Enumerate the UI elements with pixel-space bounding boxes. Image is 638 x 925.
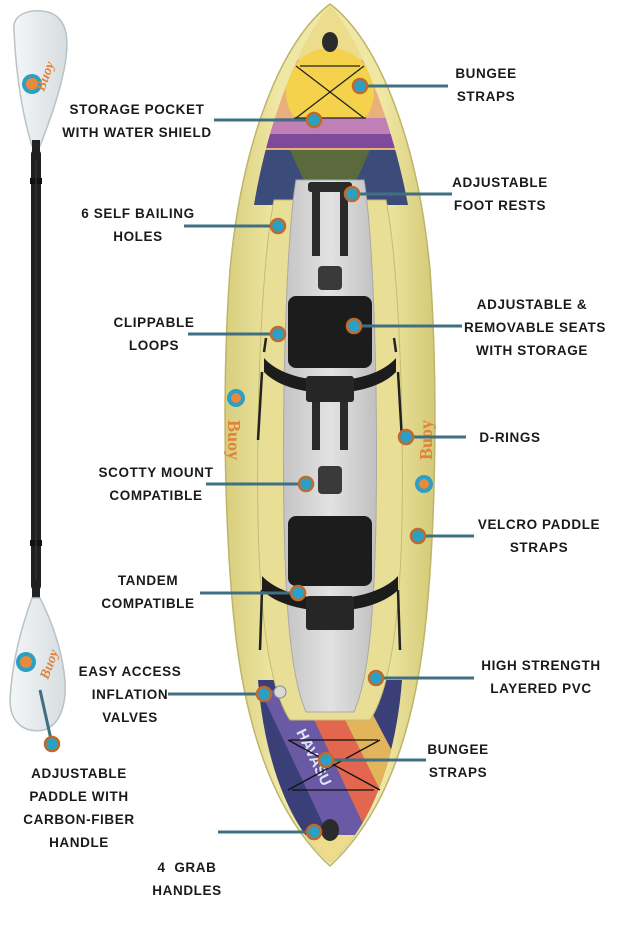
paddle: Buoy Buoy	[9, 10, 68, 732]
paddle-blade-top	[13, 10, 68, 147]
leader-line-adjustable-paddle	[38, 689, 54, 745]
kayak-floor	[283, 179, 377, 713]
foot-rests	[308, 182, 352, 450]
side-straps	[256, 337, 404, 651]
hull-side-logo-right: Buoy	[415, 420, 436, 493]
callout-dot-clippable-loops	[269, 325, 287, 343]
seat-rear	[262, 516, 398, 630]
callout-dot-scotty-mount	[297, 475, 315, 493]
callout-dot-d-rings	[397, 428, 415, 446]
svg-text:Buoy: Buoy	[416, 420, 436, 460]
callout-dot-self-bailing-holes	[269, 217, 287, 235]
callout-dot-bungee-straps-bottom	[317, 751, 335, 769]
callout-dot-adjustable-foot-rests	[343, 185, 361, 203]
scotty-mount-front	[318, 266, 342, 290]
bow-grab-handle	[322, 32, 338, 52]
callout-dot-adjustable-seats	[345, 317, 363, 335]
inflation-valve	[273, 685, 287, 699]
callout-dot-tandem-compatible	[289, 584, 307, 602]
callout-dot-storage-pocket	[305, 111, 323, 129]
stern-bungee-straps	[287, 739, 381, 791]
callout-dot-grab-handles	[305, 823, 323, 841]
scotty-mount-rear	[318, 466, 342, 494]
callout-dot-adjustable-paddle	[43, 735, 61, 753]
svg-text:Buoy: Buoy	[224, 420, 244, 460]
kayak-illustration: Buoy Buoy HAVASU	[9, 3, 474, 868]
callout-dot-velcro-paddle-straps	[409, 527, 427, 545]
callout-dot-inflation-valves	[255, 685, 273, 703]
paddle-blade-bottom	[9, 597, 66, 732]
label-d-rings: D-RINGS	[479, 430, 541, 445]
seat-front	[264, 296, 396, 402]
callout-dot-high-strength-pvc	[367, 669, 385, 687]
callout-dot-bungee-straps-top	[351, 77, 369, 95]
hull-side-logo-left: Buoy	[224, 389, 245, 460]
stern-grab-handle	[321, 819, 339, 841]
